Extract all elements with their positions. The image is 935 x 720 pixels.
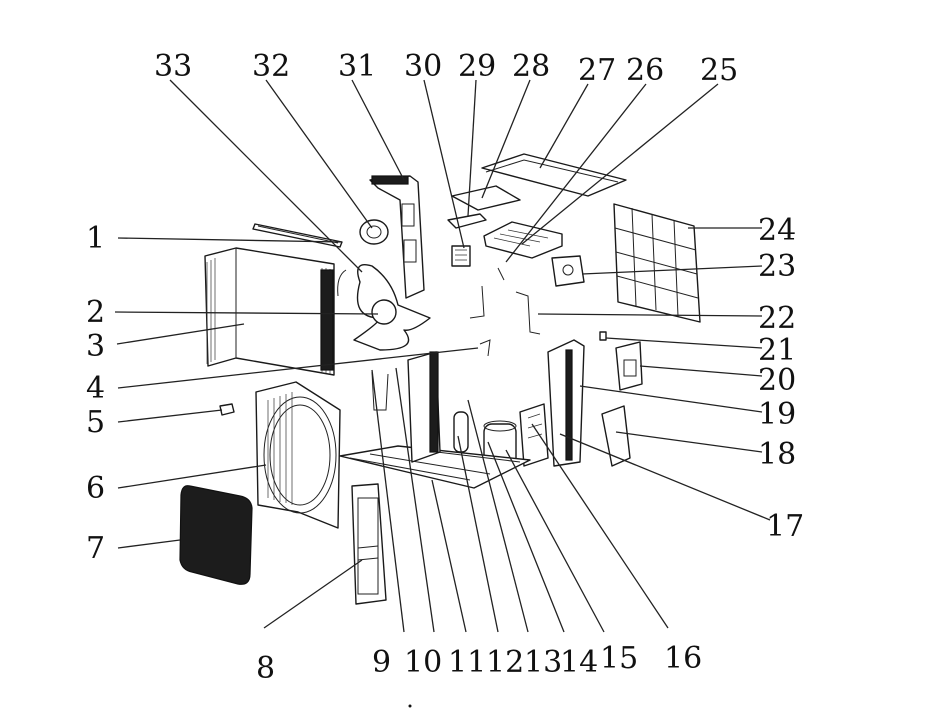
part-terminal-block xyxy=(599,331,607,341)
callout-10: 10 xyxy=(404,645,442,680)
callout-11: 11 xyxy=(448,645,486,680)
part-motor-bracket xyxy=(369,175,425,299)
callout-32: 32 xyxy=(252,49,290,84)
part-cover-plate xyxy=(447,213,487,229)
callout-23: 23 xyxy=(758,249,796,284)
callout-26: 26 xyxy=(626,53,664,88)
callout-labels: 1 2 3 4 5 6 7 8 9 10 11 12 13 14 15 16 1… xyxy=(86,49,804,686)
callout-16: 16 xyxy=(664,641,702,676)
part-front-panel xyxy=(255,381,341,529)
callout-9: 9 xyxy=(372,645,391,680)
callout-1: 1 xyxy=(86,221,105,256)
callout-4: 4 xyxy=(86,371,105,406)
callout-29: 29 xyxy=(458,49,496,84)
callout-3: 3 xyxy=(86,329,105,364)
callout-15: 15 xyxy=(600,641,638,676)
callout-24: 24 xyxy=(758,213,796,248)
callout-21: 21 xyxy=(758,333,796,368)
part-condenser-coil xyxy=(204,247,335,376)
callout-25: 25 xyxy=(700,53,738,88)
callout-12: 12 xyxy=(486,645,524,680)
part-fan-blade xyxy=(337,264,431,351)
callout-18: 18 xyxy=(758,437,796,472)
leader-lines xyxy=(114,79,771,633)
part-small-block xyxy=(219,403,235,416)
part-front-right-panel xyxy=(351,483,387,605)
part-reactor xyxy=(451,245,471,267)
part-valve-cover xyxy=(601,405,631,467)
callout-33: 33 xyxy=(154,49,192,84)
part-top-rail xyxy=(252,223,343,248)
part-top-cover xyxy=(481,153,627,197)
part-right-panel xyxy=(547,339,585,467)
part-piping xyxy=(371,267,541,411)
callout-27: 27 xyxy=(578,53,616,88)
part-valve-support xyxy=(519,403,549,467)
part-accumulator xyxy=(453,411,469,453)
callout-7: 7 xyxy=(86,531,105,566)
callout-19: 19 xyxy=(758,397,796,432)
bottom-dot xyxy=(408,704,412,708)
callout-17: 17 xyxy=(766,509,804,544)
part-partition-plate xyxy=(407,351,441,463)
callout-28: 28 xyxy=(512,49,550,84)
part-handle-cover xyxy=(615,341,643,391)
part-fan-grille xyxy=(179,485,253,585)
part-rear-mesh xyxy=(613,203,701,323)
callout-2: 2 xyxy=(86,295,105,330)
part-fan-motor xyxy=(359,219,389,245)
callout-31: 31 xyxy=(338,49,376,84)
part-control-board xyxy=(551,255,585,287)
callout-22: 22 xyxy=(758,301,796,336)
callout-13: 13 xyxy=(524,645,562,680)
callout-30: 30 xyxy=(404,49,442,84)
callout-8: 8 xyxy=(256,651,275,686)
callout-6: 6 xyxy=(86,471,105,506)
callout-20: 20 xyxy=(758,363,796,398)
callout-14: 14 xyxy=(560,645,598,680)
callout-5: 5 xyxy=(86,405,105,440)
